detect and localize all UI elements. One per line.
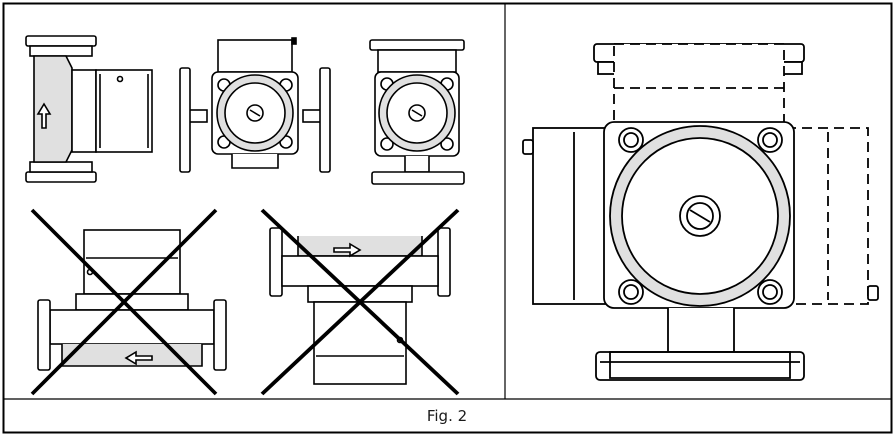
motor-up-view-drawing [37,229,227,371]
flow-arrow-right-icon [333,242,362,258]
front-view-flanges-side-drawing [179,37,331,173]
large-front-view-drawing [522,43,879,381]
motor-down-view-drawing [269,227,451,385]
front-view-foot-down-drawing [369,39,465,185]
figure-caption: Fig. 2 [427,407,467,425]
side-view-pump-drawing [25,35,153,183]
flow-arrow-left-icon [124,350,153,366]
flow-arrow-up-icon [36,102,52,129]
